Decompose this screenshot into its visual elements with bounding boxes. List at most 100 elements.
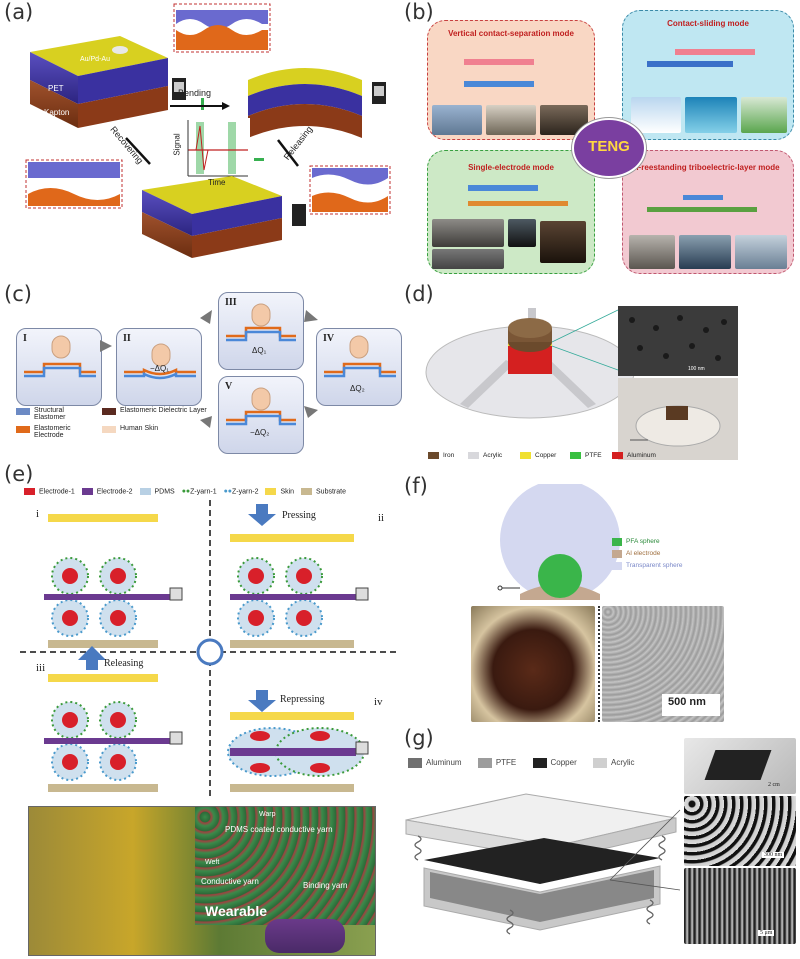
legend-text: Aluminum [627, 452, 656, 460]
legend-e: Electrode-1 Electrode-2 PDMS ●●Z-yarn-1 … [24, 488, 394, 500]
zoom-inset [195, 807, 375, 925]
mode-title-single: Single-electrode mode [468, 163, 554, 172]
legend-elastomeric-electrode: Elastomeric Electrode [34, 425, 71, 439]
mode-title-sliding: Contact-sliding mode [667, 19, 749, 28]
legend-d: Iron Acrylic Copper PTFE Aluminum [428, 452, 798, 466]
sphere-photo [471, 606, 595, 722]
panel-label-f: (f) [404, 474, 428, 498]
panel-f-diagram [497, 484, 622, 600]
sem-image-f: 500 nm [602, 606, 724, 722]
signal-axis-label: Signal [172, 133, 182, 156]
layer-green [647, 207, 757, 212]
mode-box-freestanding: Freestanding triboelectric-layer mode [622, 150, 794, 274]
layer-blue [464, 81, 534, 87]
photo-waves [432, 105, 482, 135]
time-axis-label: Time [208, 178, 226, 187]
legend-text: PTFE [495, 758, 517, 768]
photo-wind [631, 97, 681, 133]
action-repressing: Repressing [280, 694, 325, 705]
bending-label: Bending [178, 88, 212, 98]
action-pressing: Pressing [282, 510, 316, 521]
panel-label-a: (a) [4, 0, 34, 24]
legend-text: Aluminum [426, 758, 462, 768]
layer-blue [683, 195, 723, 200]
woven-textile-photo: Warp PDMS coated conductive yarn Weft Co… [28, 806, 376, 956]
legend-aluminum: Aluminum [612, 452, 656, 459]
charge-label-4: −ΔQ₂ [250, 428, 270, 437]
legend-transparent: Transparent sphere [626, 562, 683, 569]
panel-label-e: (e) [4, 462, 34, 486]
legend-text: PTFE [585, 452, 602, 460]
legend-copper: Copper [520, 452, 556, 459]
divider [598, 606, 600, 722]
legend-text: Z-yarn-1 [190, 488, 217, 496]
legend-text: Skin [280, 488, 295, 496]
charge-label-1: −ΔQ₁ [150, 364, 169, 373]
legend-text: Iron [443, 452, 455, 460]
legend-dielectric-layer: Elastomeric Dielectric Layer [120, 407, 207, 414]
mode-title-freestanding: Freestanding triboelectric-layer mode [636, 163, 780, 172]
mode-box-single: Single-electrode mode [427, 150, 595, 274]
mode-box-sliding: Contact-sliding mode [622, 10, 794, 140]
legend-text: Electrode-2 [96, 488, 133, 496]
scale-300nm: 300 nm [762, 852, 785, 858]
layer-orange [468, 201, 568, 206]
label-wearable: Wearable [205, 903, 267, 919]
panel-c-drawings [16, 303, 396, 433]
photo-shoes [486, 105, 536, 135]
photo-tablet [540, 221, 586, 263]
legend-al: Al electrode [626, 550, 661, 557]
photo-crowd [432, 219, 504, 247]
photo-wave [685, 97, 737, 133]
photo-shoe [629, 235, 675, 269]
panel-label-b: (b) [404, 0, 434, 24]
legend-text: Copper [535, 452, 557, 460]
legend-human-skin: Human Skin [120, 425, 159, 432]
scale-2cm: 2 cm [768, 782, 780, 788]
scale-5um: 5 μm [758, 930, 775, 936]
legend-text: Z-yarn-2 [232, 488, 259, 496]
step-label: V [225, 381, 233, 392]
step-label: IV [323, 333, 335, 344]
step-ii: ii [378, 512, 385, 524]
step-label: II [123, 333, 131, 344]
legend-text: PDMS [154, 488, 175, 496]
label-weft: Weft [205, 859, 220, 866]
scale-bar-box: 500 nm [662, 694, 720, 716]
mode-title-vertical: Vertical contact-separation mode [448, 29, 574, 38]
legend-text: Copper [550, 758, 577, 768]
sem-side-g: 5 μm [684, 868, 796, 944]
teng-label: TENG [588, 138, 630, 155]
layer-label-aupd: Au/Pd-Au [80, 56, 110, 63]
charge-label-2: ΔQ₁ [252, 346, 267, 355]
panel-g-diagram [405, 793, 681, 935]
layer-blue [647, 61, 733, 67]
legend-acrylic: Acrylic [468, 452, 502, 459]
layer-pink [464, 59, 534, 65]
label-conductive-yarn: Conductive yarn [201, 877, 259, 886]
layer-blue [468, 185, 538, 191]
legend-text: Electrode-1 [39, 488, 75, 496]
photo-car [679, 235, 731, 269]
legend-g: Aluminum PTFE Copper Acrylic [408, 758, 708, 772]
legend-text: Acrylic [610, 758, 635, 768]
action-releasing: Releasing [104, 658, 144, 669]
legend-text: Acrylic [483, 452, 503, 460]
sem-scale-d: 100 nm [688, 366, 705, 372]
step-label: III [225, 297, 237, 308]
hand-glove [265, 919, 345, 953]
panel-e-diagram [20, 500, 400, 796]
scale-500nm: 500 nm [668, 696, 706, 708]
panel-label-c: (c) [4, 282, 32, 306]
panel-a-diagram [25, 3, 391, 258]
teng-circle: TENG [572, 118, 646, 178]
panel-label-g: (g) [404, 726, 434, 750]
photo-phone [508, 219, 536, 247]
device-photo-g: 2 cm [684, 738, 796, 794]
photo-train [735, 235, 787, 269]
charge-label-3: ΔQ₂ [350, 384, 365, 393]
label-warp: Warp [259, 811, 276, 818]
label-binding-yarn: Binding yarn [303, 881, 348, 890]
layer-label-kapton: Kapton [44, 108, 70, 117]
legend-text: Substrate [316, 488, 346, 496]
